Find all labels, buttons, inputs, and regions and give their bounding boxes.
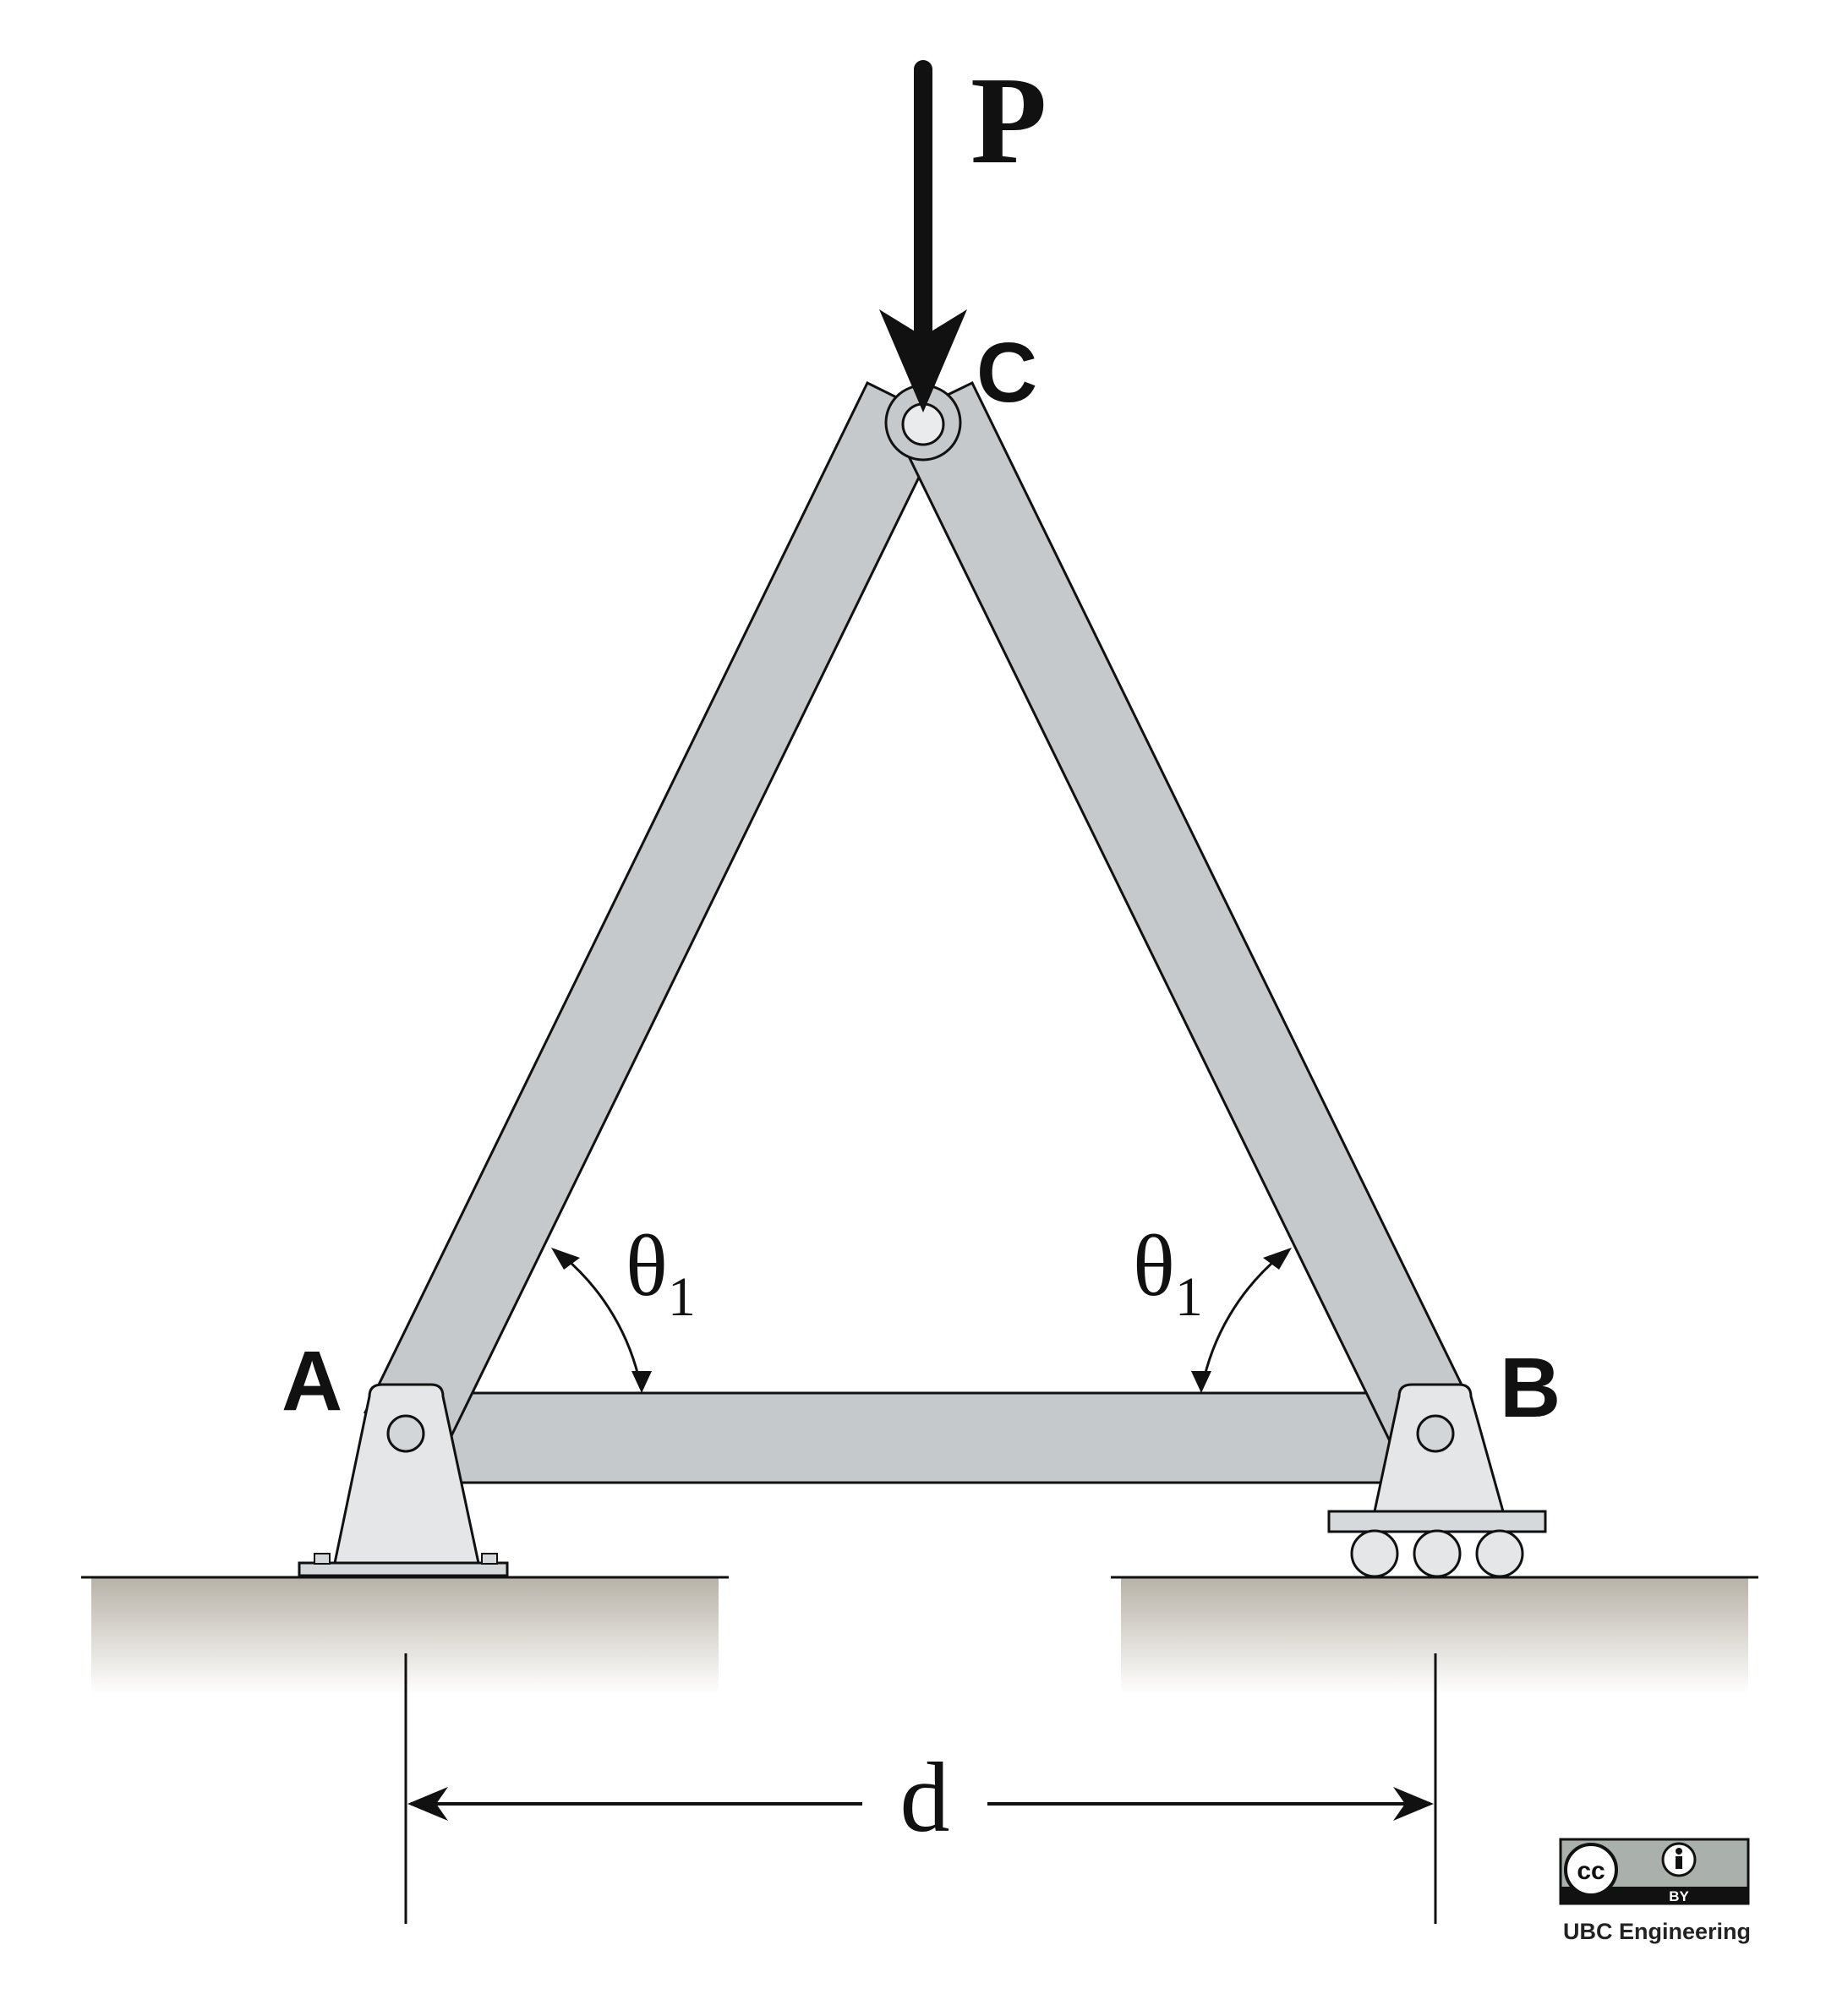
svg-text:BY: BY: [1669, 1888, 1689, 1904]
dimension-label: d: [900, 1742, 950, 1853]
credit-text: UBC Engineering: [1562, 1919, 1751, 1944]
cc-icon: [1564, 1843, 1618, 1897]
roller-1: [1350, 1529, 1399, 1578]
dimension-d: [404, 1653, 1437, 1924]
joint-label-b: B: [1500, 1341, 1561, 1435]
member-ab: [396, 1391, 1456, 1484]
roller-support-b: [1327, 1383, 1547, 1578]
roller-2: [1413, 1529, 1462, 1578]
load-label: P: [970, 52, 1047, 190]
roller-3: [1475, 1529, 1524, 1578]
attribution-icon: [1661, 1842, 1697, 1877]
joint-label-a: A: [282, 1334, 342, 1429]
pin-support-a: [298, 1383, 509, 1577]
angle-label-right: θ1: [1133, 1217, 1203, 1328]
joint-label-c: C: [976, 325, 1037, 420]
angle-label-left: θ1: [626, 1217, 696, 1328]
cc-by-badge: cc BY: [1559, 1838, 1750, 1905]
angle-arc-right: [1191, 1248, 1292, 1393]
load-arrow: [879, 60, 967, 412]
svg-text:cc: cc: [1577, 1857, 1605, 1885]
angle-arc-left: [551, 1248, 652, 1393]
